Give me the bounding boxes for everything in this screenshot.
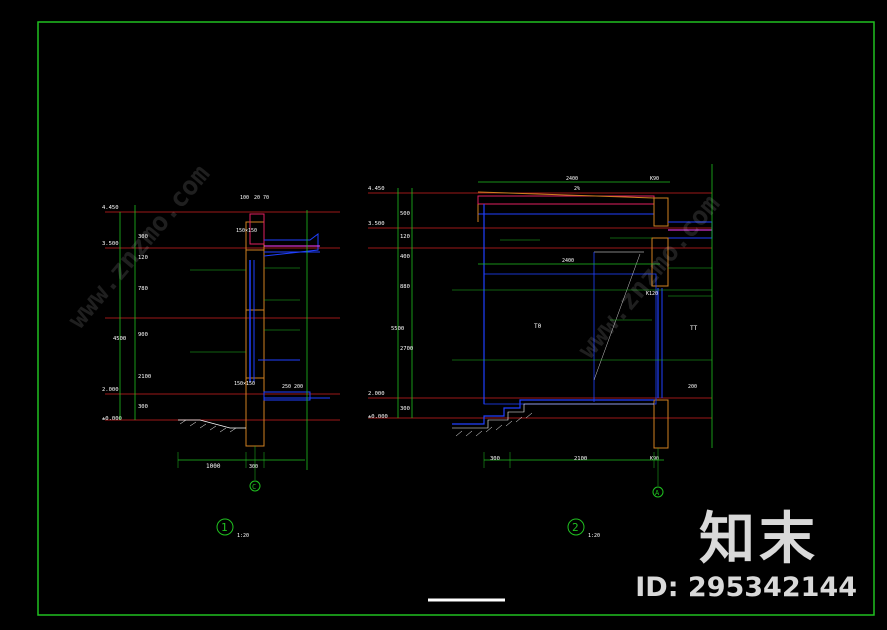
svg-text:2100: 2100 — [138, 374, 151, 380]
svg-text:150×150: 150×150 — [236, 228, 257, 234]
level-label: 2.000 — [102, 387, 119, 393]
svg-text:100: 100 — [240, 195, 249, 201]
svg-text:5500: 5500 — [391, 326, 404, 332]
svg-text:2400: 2400 — [566, 176, 578, 182]
svg-text:K90: K90 — [650, 176, 659, 182]
svg-text:200: 200 — [688, 384, 697, 390]
grid-bubble: C — [252, 483, 256, 491]
watermark-logo: 知末 — [699, 507, 819, 572]
level-label: 3.500 — [102, 241, 119, 247]
svg-text:250 200: 250 200 — [282, 384, 303, 390]
svg-text:2400: 2400 — [562, 258, 574, 264]
svg-text:1000: 1000 — [206, 463, 221, 470]
svg-text:4500: 4500 — [113, 336, 126, 342]
room-label: T0 — [534, 323, 542, 330]
level-label: 3.500 — [368, 221, 385, 227]
svg-text:400: 400 — [400, 254, 410, 260]
level-label: 4.450 — [102, 205, 119, 211]
svg-text:2700: 2700 — [400, 346, 413, 352]
svg-text:2%: 2% — [574, 186, 580, 192]
room-label: TT — [690, 325, 698, 332]
svg-text:780: 780 — [138, 286, 148, 292]
svg-text:500: 500 — [400, 211, 410, 217]
svg-text:300: 300 — [138, 234, 148, 240]
svg-text:2100: 2100 — [574, 456, 587, 462]
svg-text:900: 900 — [138, 332, 148, 338]
svg-text:150×150: 150×150 — [234, 381, 255, 387]
detail-scale: 1:20 — [237, 533, 249, 539]
svg-text:300: 300 — [490, 456, 500, 462]
svg-text:70: 70 — [263, 195, 269, 201]
detail-1: 4.450 3.500 2.000 ±0.000 300 120 780 900… — [102, 195, 340, 539]
watermark-id: ID: 295342144 — [635, 572, 857, 603]
detail-scale: 1:20 — [588, 533, 600, 539]
grid-bubble: A — [655, 489, 660, 497]
svg-text:K90: K90 — [650, 456, 659, 462]
drawing-frame — [37, 21, 875, 616]
svg-text:20: 20 — [254, 195, 260, 201]
level-label: 4.450 — [368, 186, 385, 192]
svg-text:300: 300 — [249, 464, 258, 470]
svg-text:300: 300 — [400, 406, 410, 412]
svg-text:300: 300 — [138, 404, 148, 410]
detail-2: 4.450 3.500 2.000 ±0.000 500 120 400 880… — [368, 164, 713, 539]
diagonal-watermark: www.znzmo.com — [62, 159, 216, 334]
level-label: 2.000 — [368, 391, 385, 397]
diagonal-watermark: www.znzmo.com — [572, 189, 726, 364]
level-label: ±0.000 — [102, 416, 122, 422]
detail-number: 2 — [572, 521, 579, 534]
level-label: ±0.000 — [368, 414, 388, 420]
detail-number: 1 — [221, 521, 228, 534]
svg-text:K120: K120 — [646, 291, 658, 297]
svg-text:880: 880 — [400, 284, 410, 290]
svg-text:120: 120 — [138, 255, 148, 261]
svg-text:120: 120 — [400, 234, 410, 240]
